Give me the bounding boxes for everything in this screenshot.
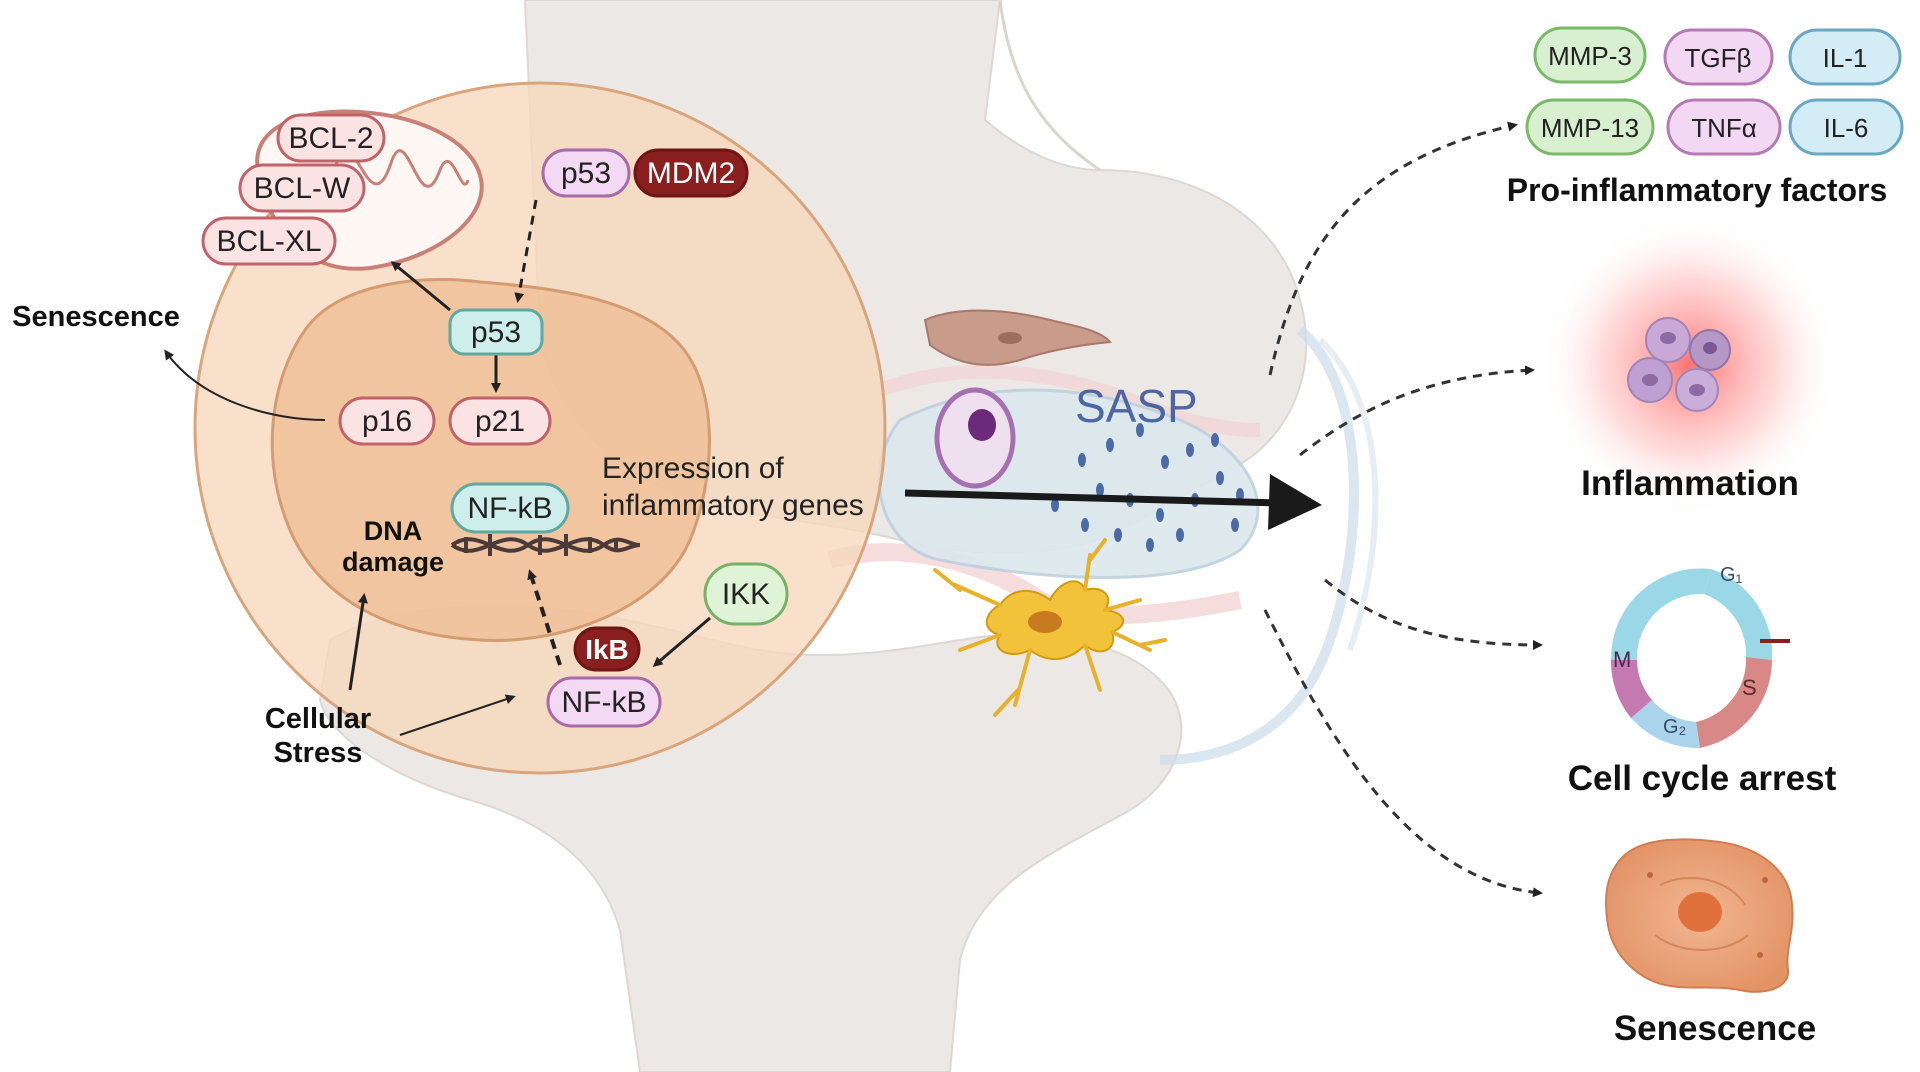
dna-helix [450,534,641,556]
cell-cycle-ring: G₁ S G₂ M [1610,564,1790,749]
p53-top-label: p53 [561,157,611,190]
bclw-pill: BCL-W [238,163,366,213]
cellular-stress-label-1: Cellular [265,703,371,735]
cycle-s: S [1742,675,1757,700]
sasp-secretion-dots [1051,423,1244,552]
chondrocyte-cell [933,538,1167,717]
bcl2-pill: BCL-2 [276,113,386,163]
cell-arrows [164,199,711,736]
factor-il6: IL-6 [1788,98,1904,156]
bclw-label: BCL-W [254,172,351,205]
mdm2-label: MDM2 [647,157,735,190]
p16-label: p16 [362,405,412,438]
nfkb-cyto-label: NF-kB [562,686,647,719]
expression-label-1: Expression of [602,452,784,485]
dna-damage-label-1: DNA [364,516,423,546]
p53-mdm2-complex: p53 MDM2 [541,148,749,198]
factor-tgfb-label: TGFβ [1685,43,1752,73]
p21-label: p21 [475,405,525,438]
factor-mmp13-label: MMP-13 [1541,113,1639,143]
senescence-right-label: Senescence [1614,1009,1816,1048]
inflammation-label: Inflammation [1581,464,1799,503]
factor-mmp13: MMP-13 [1525,98,1655,156]
ikk-pill: IKK [703,562,789,626]
inflammation-illustration [1540,215,1840,515]
cell-cycle-label: Cell cycle arrest [1568,759,1837,798]
p53-label: p53 [471,316,521,349]
immune-cell [934,387,1016,489]
fibroblast-cell [923,309,1112,366]
nfkb-cyto-pill: NF-kB [546,676,662,728]
ikb-pill: IkB [573,626,641,672]
bcl2-label: BCL-2 [288,122,373,155]
senescence-left-label: Senescence [12,301,180,333]
factor-tnfa-label: TNFα [1691,113,1757,143]
bclxl-label: BCL-XL [216,225,321,258]
cellular-stress-label-2: Stress [274,737,363,769]
factors-title: Pro-inflammatory factors [1507,172,1888,208]
expression-label-2: inflammatory genes [602,489,864,522]
sasp-label: SASP [1075,380,1198,432]
factor-tnfa: TNFα [1666,98,1782,156]
factor-il1: IL-1 [1788,28,1902,86]
ikb-label: IkB [585,634,629,665]
ikk-label: IKK [722,578,770,611]
p21-pill: p21 [448,396,552,446]
dna-damage-label-2: damage [342,547,444,577]
cycle-g2: G₂ [1663,716,1686,738]
factor-mmp3-label: MMP-3 [1548,41,1632,71]
bclxl-pill: BCL-XL [201,216,337,266]
factor-il1-label: IL-1 [1823,43,1868,73]
senescent-cell-illustration [1605,838,1794,993]
outcome-arrows [1263,121,1543,898]
factor-il6-label: IL-6 [1824,113,1869,143]
cycle-m: M [1613,647,1631,672]
factor-pills: MMP-3 TGFβ IL-1 MMP-13 TNFα IL-6 [1525,26,1904,156]
p16-pill: p16 [338,396,436,446]
factor-mmp3: MMP-3 [1533,26,1647,84]
expression-arrow [904,474,1322,530]
factor-tgfb: TGFβ [1663,28,1774,86]
cycle-g1: G₁ [1720,564,1743,586]
nucleus [270,278,711,642]
nfkb-nucleus-pill: NF-kB [450,482,570,534]
p53-pill: p53 [448,308,544,356]
nfkb-nucleus-label: NF-kB [468,492,553,525]
